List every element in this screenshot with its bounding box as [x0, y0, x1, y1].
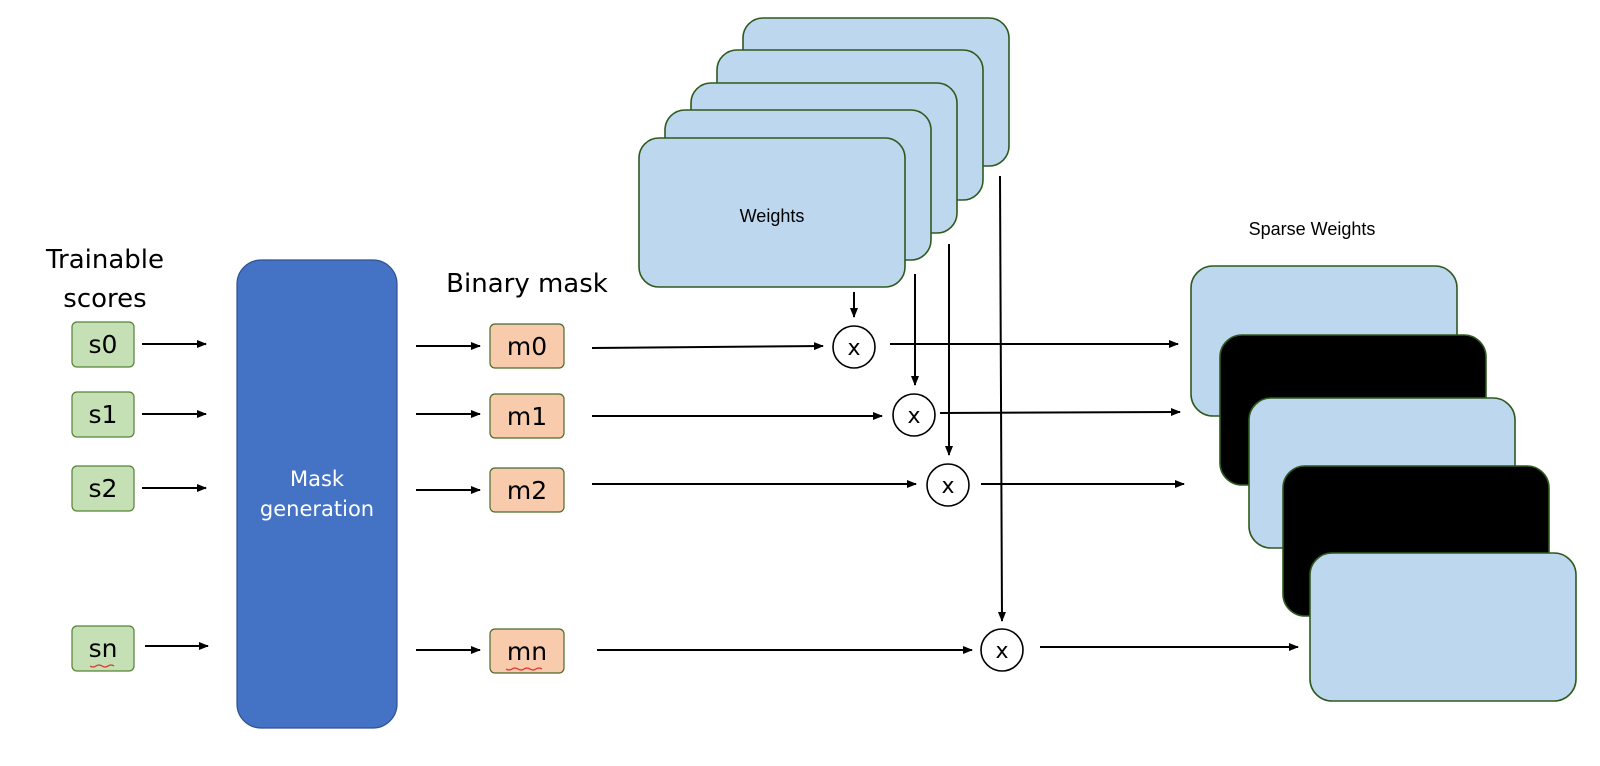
svg-text:sn: sn: [89, 634, 118, 663]
mask-node-m1: m1: [489, 393, 565, 439]
svg-text:m2: m2: [507, 476, 547, 505]
svg-text:m0: m0: [507, 332, 547, 361]
svg-text:s2: s2: [89, 474, 118, 503]
svg-text:s0: s0: [89, 330, 118, 359]
svg-text:Mask: Mask: [290, 467, 345, 491]
sparse-weights-label: Sparse Weights: [1249, 219, 1376, 239]
weight-card-0: [638, 137, 906, 288]
svg-text:generation: generation: [260, 497, 374, 521]
arrow-m0-to-op0: [591, 342, 824, 351]
svg-text:mn: mn: [507, 637, 547, 666]
svg-text:x: x: [907, 404, 920, 429]
trainable-scores-label: Trainable: [45, 245, 164, 275]
score-node-s2: s2: [71, 465, 135, 512]
svg-text:x: x: [941, 474, 954, 499]
weights-stack: Weights: [638, 17, 1010, 288]
mask-node-m0: m0: [489, 323, 565, 369]
score-node-s0: s0: [71, 321, 135, 368]
svg-text:x: x: [847, 336, 860, 361]
multiply-op-2: x: [926, 463, 970, 507]
multiply-op-0: x: [832, 325, 876, 369]
mask-node-m2: m2: [489, 467, 565, 513]
score-node-s1: s1: [71, 391, 135, 438]
mask-generation-block: Mask generation: [236, 259, 398, 729]
mask-node-mn: mn: [489, 628, 565, 674]
sparse-card-4: [1309, 552, 1577, 702]
trainable-scores-label-line2: scores: [63, 284, 146, 314]
score-node-sn: sn: [71, 625, 135, 672]
multiply-op-n: x: [980, 628, 1024, 672]
svg-text:x: x: [995, 639, 1008, 664]
svg-text:s1: s1: [89, 400, 118, 429]
binary-mask-label: Binary mask: [446, 269, 608, 299]
weights-label: Weights: [740, 206, 805, 226]
sparse-weights-stack: [1190, 265, 1577, 702]
svg-text:m1: m1: [507, 402, 547, 431]
multiply-op-1: x: [892, 393, 936, 437]
arrow-op1-to-sparse: [939, 408, 1181, 417]
arrow-weight4-to-opn: [997, 175, 1006, 622]
